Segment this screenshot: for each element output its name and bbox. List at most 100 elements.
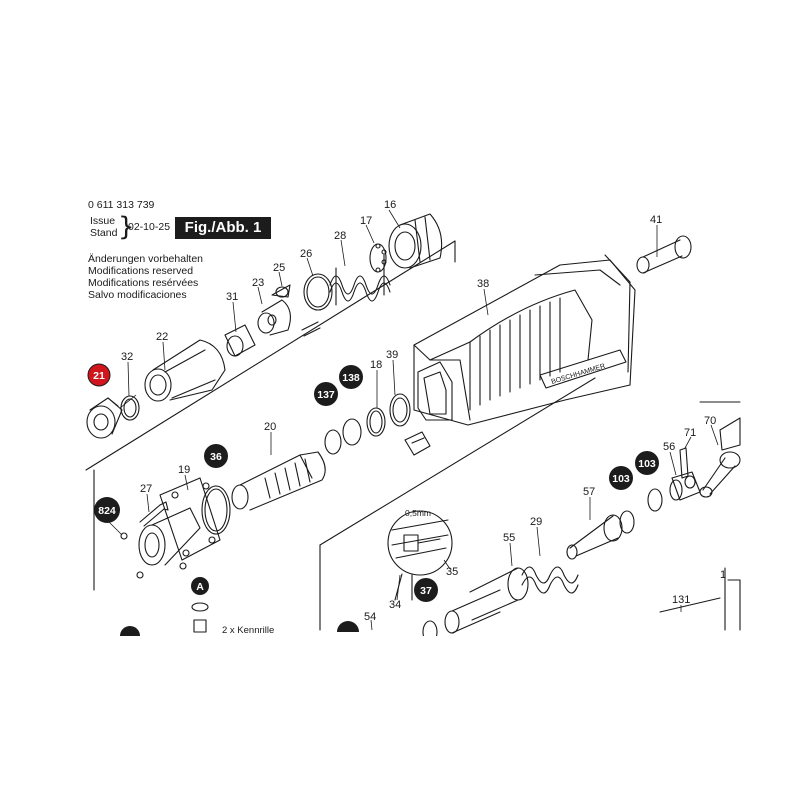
label-57: 57 xyxy=(583,486,595,498)
part-number: 0 611 313 739 xyxy=(88,199,155,211)
part-39-ring xyxy=(389,393,411,427)
label-26: 26 xyxy=(300,248,312,260)
issue-label: Issue xyxy=(90,215,116,227)
issue-date: 02-10-25 xyxy=(128,221,171,233)
part-22-cone-sleeve xyxy=(144,339,226,402)
part-103-ring-a xyxy=(647,488,663,512)
part-41-tube xyxy=(636,235,692,274)
part-pin-stub xyxy=(193,619,207,633)
part-25-ball xyxy=(271,284,291,298)
callout-36-circle xyxy=(204,444,228,468)
label-27: 27 xyxy=(140,483,152,495)
label-29: 29 xyxy=(530,516,542,528)
callout-37-circle xyxy=(414,578,438,602)
part-18-ring xyxy=(366,407,386,437)
detail-inset xyxy=(387,510,453,576)
part-26-circlip xyxy=(303,273,333,311)
callout-partial-left xyxy=(120,626,140,636)
callout-103a-circle xyxy=(635,451,659,475)
label-22: 22 xyxy=(156,331,168,343)
part-23-collar xyxy=(257,299,291,336)
label-16: 16 xyxy=(384,199,396,211)
circled-callouts: 21 137 138 36 824 103 103 37 A xyxy=(87,363,659,636)
label-41: 41 xyxy=(650,214,662,226)
part-70-rod xyxy=(699,451,741,498)
label-35: 35 xyxy=(446,566,458,578)
note-de: Änderungen vorbehalten xyxy=(88,253,204,265)
callout-137-circle xyxy=(314,382,338,406)
callout-A: A xyxy=(196,581,204,593)
label-32: 32 xyxy=(121,351,133,363)
part-pins xyxy=(301,321,321,337)
callout-137: 137 xyxy=(317,389,335,401)
label-71: 71 xyxy=(684,427,696,439)
label-39: 39 xyxy=(386,349,398,361)
part-small-oring xyxy=(191,602,209,612)
leader-lines xyxy=(106,209,719,631)
part-17-bearing-ring xyxy=(369,243,387,273)
callout-A-circle xyxy=(191,577,209,595)
label-56: 56 xyxy=(663,441,675,453)
part-103-ring-b xyxy=(619,510,635,534)
label-55: 55 xyxy=(503,532,515,544)
callout-103b-circle xyxy=(609,466,633,490)
clearance-label: 0,5mm xyxy=(405,508,431,518)
label-38: 38 xyxy=(477,278,489,290)
part-clip xyxy=(404,431,431,456)
label-17: 17 xyxy=(360,215,372,227)
part-56-holder xyxy=(669,471,701,501)
label-31: 31 xyxy=(226,291,238,303)
callout-824: 824 xyxy=(98,505,116,517)
part-27-screw xyxy=(139,501,169,527)
callout-partial-mid xyxy=(337,621,359,632)
callout-36: 36 xyxy=(210,451,222,463)
callout-138-circle xyxy=(339,365,363,389)
part-55-sleeve xyxy=(469,567,529,621)
blank-bottom-area xyxy=(0,636,800,800)
label-28: 28 xyxy=(334,230,346,242)
label-19: 19 xyxy=(178,464,190,476)
label-34: 34 xyxy=(389,599,401,611)
part-137-oring xyxy=(324,429,342,455)
note-es: Salvo modificaciones xyxy=(88,289,187,301)
label-25: 25 xyxy=(273,262,285,274)
kennrille-label: 2 x Kennrille xyxy=(222,625,274,636)
callout-103-b: 103 xyxy=(612,473,630,485)
brace-mark: } xyxy=(118,212,135,242)
callout-21: 21 xyxy=(93,370,105,382)
figure-label: Fig./Abb. 1 xyxy=(175,217,271,239)
part-70-frame xyxy=(719,417,741,451)
part-21-nut xyxy=(86,397,123,439)
label-1: 1 xyxy=(720,569,726,581)
part-38-housing xyxy=(413,254,636,426)
label-20: 20 xyxy=(264,421,276,433)
part-20-shaft xyxy=(231,451,326,511)
callout-138: 138 xyxy=(342,372,360,384)
part-138-ring xyxy=(342,418,362,446)
plain-callouts: 16 17 28 26 25 23 31 22 32 41 38 18 39 2… xyxy=(121,199,726,623)
callout-103-a: 103 xyxy=(638,458,656,470)
frame-line-top-left xyxy=(85,240,456,471)
callout-824-circle xyxy=(94,497,120,523)
label-18: 18 xyxy=(370,359,382,371)
label-70: 70 xyxy=(704,415,716,427)
brand-plate-text: BOSCHHAMMER xyxy=(551,363,607,386)
label-54: 54 xyxy=(364,611,376,623)
part-28-spring xyxy=(329,254,391,306)
part-36-oring xyxy=(201,485,231,535)
callout-37: 37 xyxy=(420,585,432,597)
part-31-sleeve xyxy=(224,324,256,357)
part-16-clutch xyxy=(388,213,443,269)
label-131: 131 xyxy=(672,594,690,606)
part-57-piston xyxy=(566,514,623,560)
note-fr: Modifications resérvées xyxy=(88,277,199,289)
callout-21-circle xyxy=(87,363,111,387)
note-en: Modifications reserved xyxy=(88,265,194,277)
part-131-line xyxy=(659,597,721,613)
label-23: 23 xyxy=(252,277,264,289)
part-29-spring xyxy=(521,566,579,584)
stand-label: Stand xyxy=(90,227,118,239)
part-32-ring xyxy=(120,395,140,421)
